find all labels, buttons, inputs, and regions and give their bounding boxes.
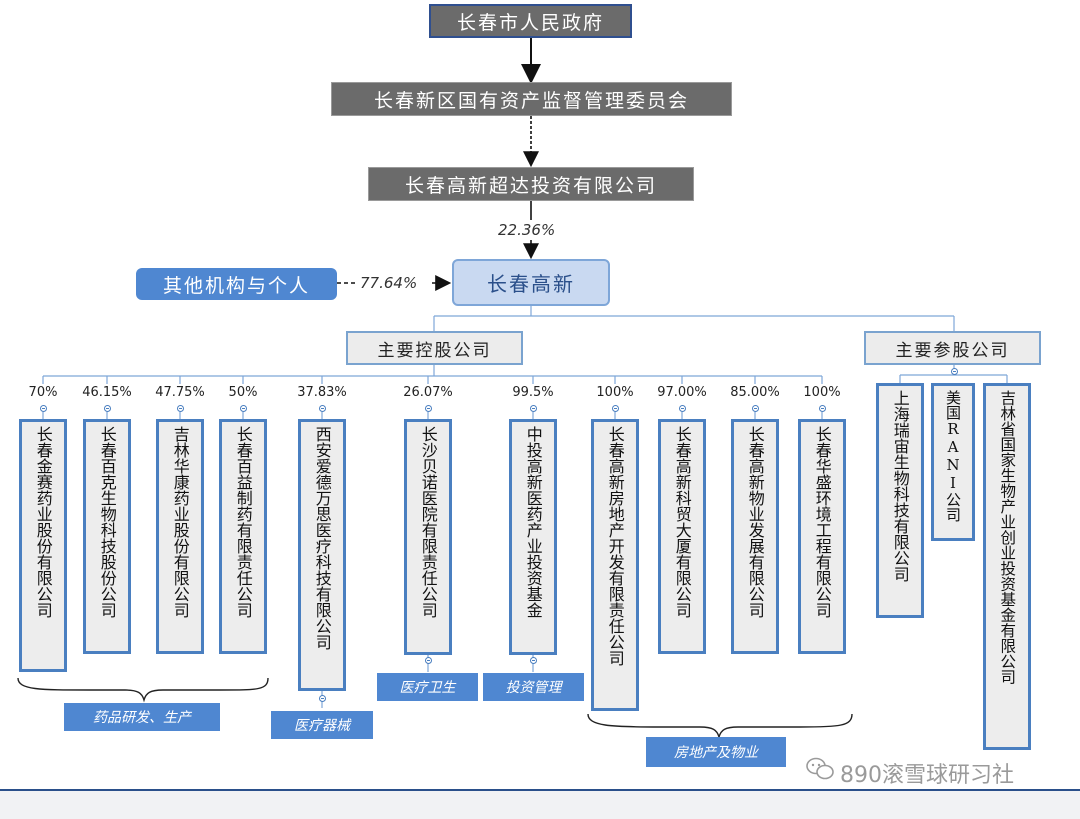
collapse-icon bbox=[104, 405, 111, 412]
company-name: 上海瑞宙生物科技有限公司 bbox=[890, 390, 910, 582]
pct-label: 85.00% bbox=[730, 385, 780, 400]
chaoda-box: 长春高新超达投资有限公司 bbox=[368, 167, 694, 201]
bottom-band bbox=[0, 789, 1080, 819]
pct-label: 47.75% bbox=[155, 385, 205, 400]
pct-label: 100% bbox=[596, 385, 634, 400]
pct-label: 97.00% bbox=[657, 385, 707, 400]
collapse-icon bbox=[819, 405, 826, 412]
collapse-icon bbox=[319, 405, 326, 412]
watermark-text: 890滚雪球研习社 bbox=[840, 763, 1014, 788]
pct-label: 100% bbox=[803, 385, 841, 400]
company-name: 长春百益制药有限责任公司 bbox=[233, 426, 253, 618]
holdings-header: 主要控股公司 bbox=[346, 331, 523, 365]
company-box: 中投高新医药产业投资基金 bbox=[509, 419, 557, 655]
company-box: 西安爱德万思医疗科技有限公司 bbox=[298, 419, 346, 691]
sasac-box: 长春新区国有资产监督管理委员会 bbox=[331, 82, 732, 116]
company-box: 长春百克生物科技股份公司 bbox=[83, 419, 131, 654]
pct-label: 70% bbox=[28, 385, 58, 400]
company-name: 长春高新科贸大厦有限公司 bbox=[672, 426, 692, 618]
collapse-icon bbox=[425, 405, 432, 412]
pct-label: 26.07% bbox=[403, 385, 453, 400]
company-box: 长沙贝诺医院有限责任公司 bbox=[404, 419, 452, 655]
equity-header: 主要参股公司 bbox=[864, 331, 1041, 365]
gov-box: 长春市人民政府 bbox=[429, 4, 632, 38]
collapse-icon bbox=[530, 405, 537, 412]
collapse-icon bbox=[425, 657, 432, 664]
tag-realestate: 房地产及物业 bbox=[646, 737, 786, 767]
company-box: 长春百益制药有限责任公司 bbox=[219, 419, 267, 654]
pct-label: 99.5% bbox=[512, 385, 554, 400]
company-name: 中投高新医药产业投资基金 bbox=[523, 426, 543, 618]
company-name: 长春高新房地产开发有限责任公司 bbox=[605, 426, 625, 666]
collapse-icon bbox=[530, 657, 537, 664]
company-name: 吉林华康药业股份有限公司 bbox=[170, 426, 190, 618]
tag-invest: 投资管理 bbox=[483, 673, 584, 701]
company-name: 长春金赛药业股份有限公司 bbox=[33, 426, 53, 618]
company-name: 长沙贝诺医院有限责任公司 bbox=[418, 426, 438, 618]
company-name: 西安爱德万思医疗科技有限公司 bbox=[312, 426, 332, 650]
collapse-icon bbox=[752, 405, 759, 412]
collapse-icon bbox=[319, 695, 326, 702]
company-box: 长春高新物业发展有限公司 bbox=[731, 419, 779, 654]
company-box: 长春金赛药业股份有限公司 bbox=[19, 419, 67, 672]
company-name: 长春百克生物科技股份公司 bbox=[97, 426, 117, 618]
company-name: 吉林省国家生物产业创业投资基金有限公司 bbox=[998, 390, 1017, 685]
collapse-icon bbox=[951, 368, 958, 375]
others-pct: 77.64% bbox=[360, 274, 418, 292]
others-box: 其他机构与个人 bbox=[136, 268, 337, 300]
company-name: 美国RANI公司 bbox=[944, 390, 962, 522]
collapse-icon bbox=[177, 405, 184, 412]
pct-label: 37.83% bbox=[297, 385, 347, 400]
chaoda-pct: 22.36% bbox=[498, 221, 556, 239]
company-box: 长春高新科贸大厦有限公司 bbox=[658, 419, 706, 654]
pct-label: 50% bbox=[228, 385, 258, 400]
tag-pharma: 药品研发、生产 bbox=[64, 703, 220, 731]
collapse-icon bbox=[612, 405, 619, 412]
collapse-icon bbox=[40, 405, 47, 412]
company-name: 长春华盛环境工程有限公司 bbox=[812, 426, 832, 618]
wechat-icon bbox=[805, 756, 835, 787]
pct-label: 46.15% bbox=[82, 385, 132, 400]
tag-device: 医疗器械 bbox=[271, 711, 373, 739]
center-box: 长春高新 bbox=[452, 259, 610, 306]
company-box: 长春高新房地产开发有限责任公司 bbox=[591, 419, 639, 711]
equity-company-box: 美国RANI公司 bbox=[931, 383, 975, 541]
collapse-icon bbox=[679, 405, 686, 412]
equity-company-box: 上海瑞宙生物科技有限公司 bbox=[876, 383, 924, 618]
company-box: 长春华盛环境工程有限公司 bbox=[798, 419, 846, 654]
company-name: 长春高新物业发展有限公司 bbox=[745, 426, 765, 618]
equity-company-box: 吉林省国家生物产业创业投资基金有限公司 bbox=[983, 383, 1031, 750]
company-box: 吉林华康药业股份有限公司 bbox=[156, 419, 204, 654]
collapse-icon bbox=[240, 405, 247, 412]
tag-health: 医疗卫生 bbox=[377, 673, 478, 701]
